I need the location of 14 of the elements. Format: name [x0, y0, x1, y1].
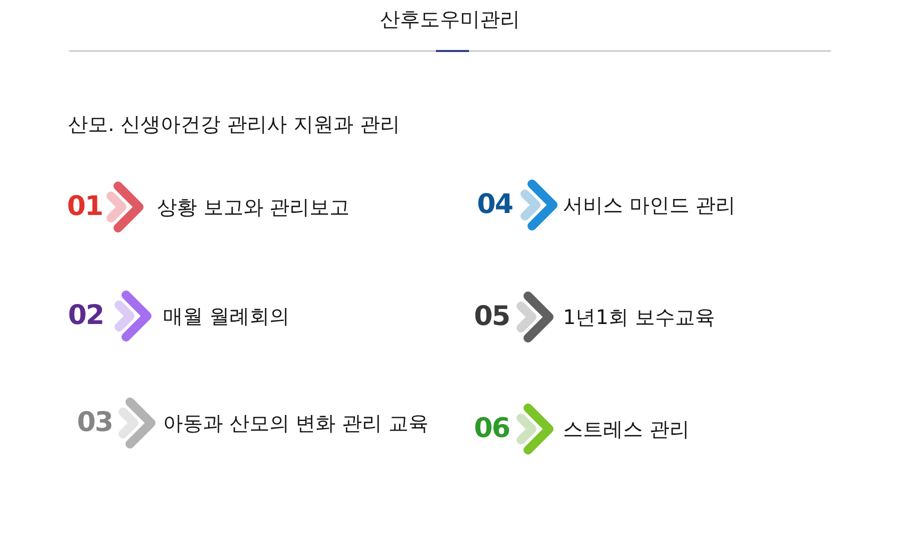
- page-title: 산후도우미관리: [380, 6, 520, 32]
- step-number: 06: [474, 413, 510, 445]
- step-text: 스트레스 관리: [563, 416, 690, 442]
- step-text: 1년1회 보수교육: [563, 304, 715, 330]
- step-number: 02: [68, 300, 104, 332]
- step-text: 아동과 산모의 변화 관리 교육: [163, 410, 428, 436]
- step-number: 04: [477, 189, 513, 221]
- step-text: 서비스 마인드 관리: [563, 192, 736, 218]
- step-text: 상황 보고와 관리보고: [157, 194, 350, 220]
- step-number: 01: [67, 191, 103, 223]
- step-number: 03: [77, 407, 113, 439]
- section-heading: 산모. 신생아건강 관리사 지원과 관리: [68, 111, 400, 137]
- step-number: 05: [474, 301, 510, 333]
- step-text: 매월 월례회의: [163, 303, 290, 329]
